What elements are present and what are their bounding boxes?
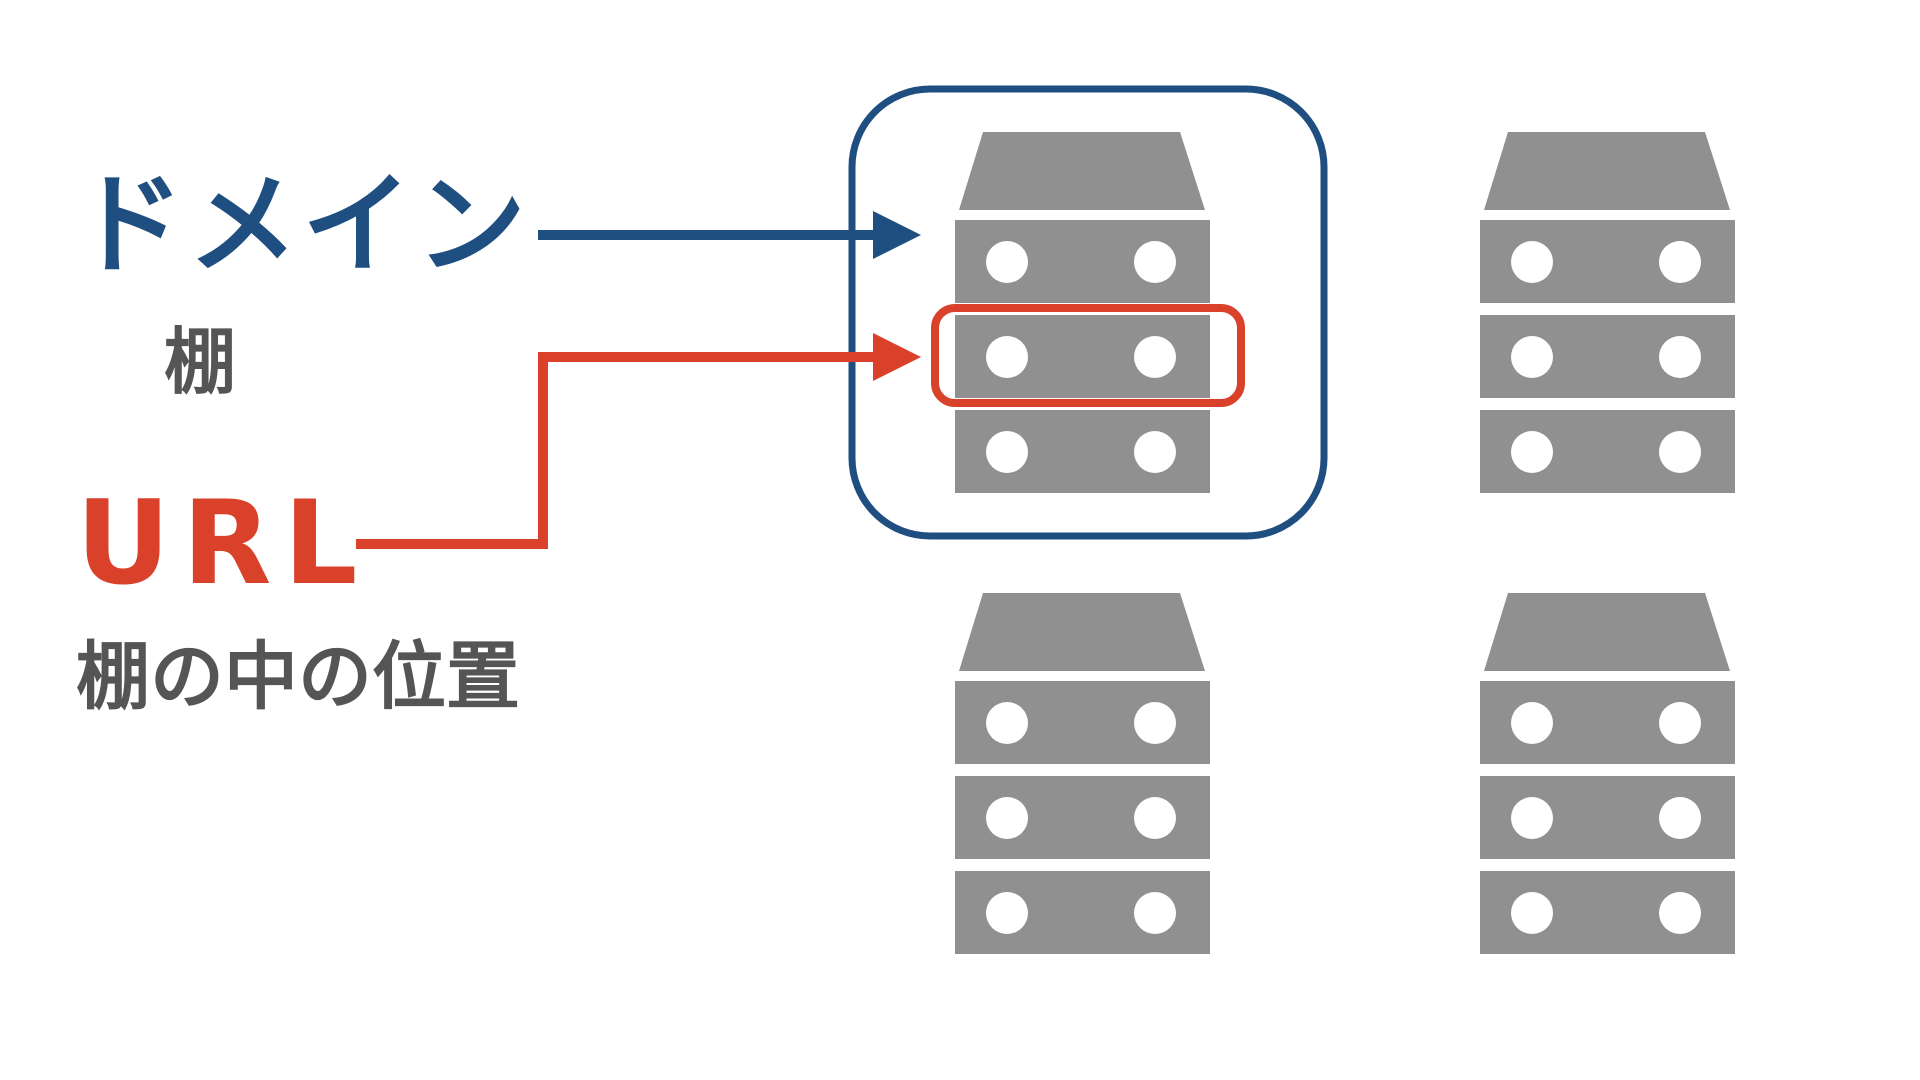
shelf-hole [986, 702, 1028, 744]
shelf-hole [1659, 797, 1701, 839]
shelf-hole [1134, 336, 1176, 378]
shelf-hole [1511, 241, 1553, 283]
shelf-hole [1134, 241, 1176, 283]
shelf-hole [1134, 431, 1176, 473]
domain-label: ドメイン [74, 161, 530, 289]
shelf-hole [1511, 431, 1553, 473]
url-arrow-head [873, 333, 921, 381]
shelf-hole [986, 336, 1028, 378]
shelf-hole [1659, 336, 1701, 378]
domain-highlight-box [848, 85, 1328, 540]
url-sub-label: 棚の中の位置 [76, 634, 520, 720]
rack-top-cap [959, 132, 1205, 210]
rack-top-left [955, 132, 1210, 493]
shelf-hole [1659, 702, 1701, 744]
rack-bottom-right [1480, 593, 1735, 954]
url-highlight-box [931, 304, 1245, 407]
shelf-hole [986, 431, 1028, 473]
shelf-hole [1659, 431, 1701, 473]
shelf-hole [1134, 797, 1176, 839]
url-label: URL [76, 476, 370, 611]
shelf-hole [1511, 702, 1553, 744]
rack-top-cap [1484, 132, 1730, 210]
rack-top-cap [959, 593, 1205, 671]
rack-top-cap [1484, 593, 1730, 671]
domain-arrow-head [873, 211, 921, 259]
shelf-hole [1511, 797, 1553, 839]
shelf-hole [1659, 892, 1701, 934]
shelf-hole [1511, 336, 1553, 378]
shelf-hole [986, 797, 1028, 839]
shelf-hole [986, 241, 1028, 283]
shelf-hole [1134, 702, 1176, 744]
shelf-hole [1134, 892, 1176, 934]
racks-group [955, 132, 1735, 954]
url-arrow-line [356, 352, 878, 549]
rack-top-right [1480, 132, 1735, 493]
rack-bottom-left [955, 593, 1210, 954]
domain-sub-label: 棚 [164, 320, 237, 404]
shelf-hole [986, 892, 1028, 934]
shelf-hole [1659, 241, 1701, 283]
shelf-hole [1511, 892, 1553, 934]
